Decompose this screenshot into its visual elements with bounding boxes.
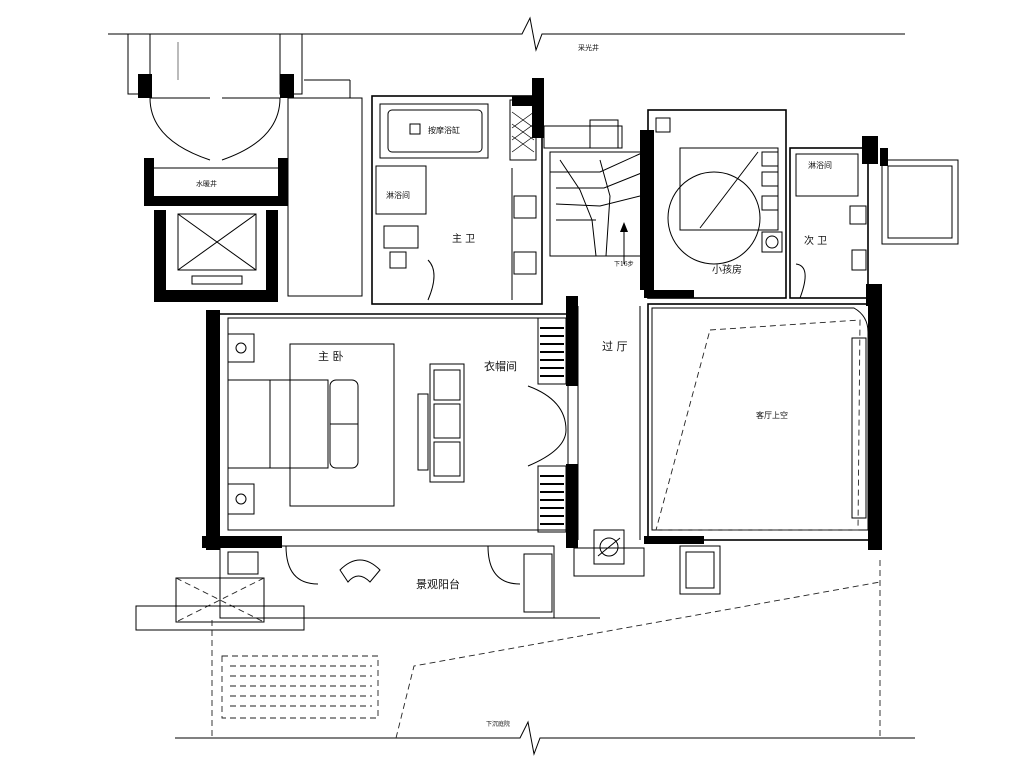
top-boundary-line [108,16,905,52]
balcony-area [135,545,600,631]
label-living-void: 客厅上空 [756,410,788,420]
label-balcony: 景观阳台 [416,577,460,591]
label-master-shower: 淋浴间 [386,190,410,200]
label-master-bath: 主 卫 [452,233,475,245]
label-corridor: 过 厅 [602,340,628,353]
label-second-shower: 淋浴间 [808,160,832,170]
label-kids-room: 小孩房 [712,263,742,276]
master-bathroom [371,78,544,305]
label-master-bedroom: 主 卧 [318,350,344,363]
second-bathroom [789,136,959,306]
master-bedroom [202,296,578,550]
stair-hall [509,99,645,264]
label-skylight-well: 采光井 [578,43,599,52]
bottom-boundary-line [175,720,915,756]
living-void [644,300,882,595]
corridor [573,306,645,577]
label-massage-tub: 按摩浴缸 [428,125,460,135]
upper-left-block [127,33,303,302]
label-closet: 衣帽间 [484,359,517,373]
kids-room [640,109,787,299]
left-corridor-area [287,79,363,297]
sunken-courtyard [211,560,881,739]
label-second-bath: 次 卫 [804,234,827,247]
label-stairs-down: 下16步 [614,260,634,268]
label-water-heater-well: 水暖井 [196,179,217,188]
label-sunken-courtyard: 下沉庭院 [486,720,510,728]
